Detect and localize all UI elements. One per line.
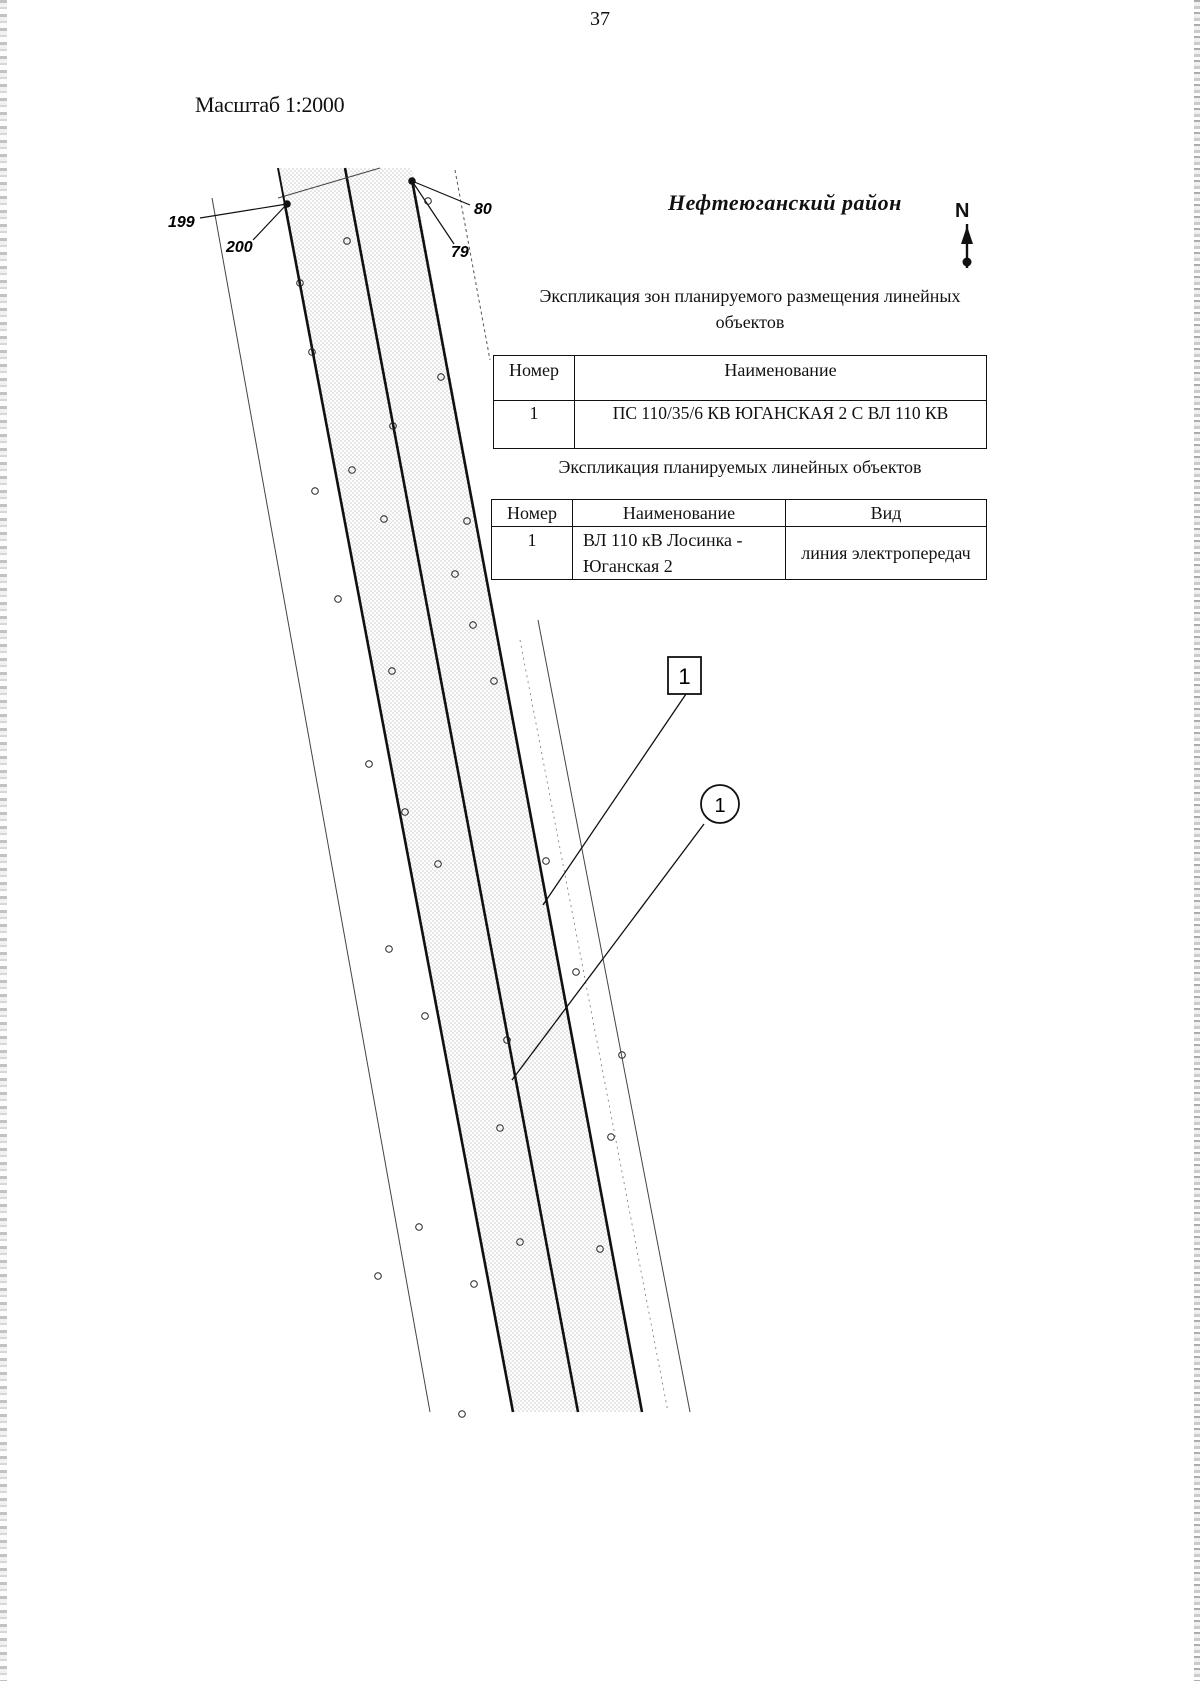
scan-edge-left bbox=[0, 0, 7, 1681]
callout-leader-zone bbox=[542, 693, 687, 906]
boundary-point-200 bbox=[283, 200, 291, 208]
point-label-200: 200 bbox=[225, 239, 253, 256]
objects-cell-number: 1 bbox=[491, 526, 573, 580]
zone-boundary-left bbox=[283, 204, 515, 1413]
zones-header-name: Наименование bbox=[574, 355, 987, 401]
zones-header-number: Номер bbox=[493, 355, 575, 401]
outer-boundary-right-inner bbox=[519, 639, 669, 1413]
planned-zone-band bbox=[278, 168, 642, 1412]
objects-cell-name: ВЛ 110 кВ Лосинка - Юганская 2 bbox=[572, 526, 786, 580]
zones-cell-name: ПС 110/35/6 КВ ЮГАНСКАЯ 2 С ВЛ 110 КВ bbox=[574, 400, 987, 449]
objects-table-caption: Экспликация планируемых линейных объекто… bbox=[558, 457, 922, 477]
outer-boundary-left bbox=[211, 197, 431, 1413]
callout-circle-label: 1 bbox=[714, 795, 725, 817]
page-number: 37 bbox=[590, 8, 610, 30]
callout-box-label: 1 bbox=[678, 664, 690, 689]
objects-header-number: Номер bbox=[491, 499, 573, 527]
point-label-199: 199 bbox=[168, 214, 195, 231]
zones-table: Номер Наименование 1 ПС 110/35/6 КВ ЮГАН… bbox=[493, 355, 987, 449]
boundary-point-79 bbox=[408, 177, 416, 185]
objects-header-kind: Вид bbox=[785, 499, 987, 527]
scan-edge-right bbox=[1194, 0, 1200, 1681]
district-label: Нефтеюганский район bbox=[668, 190, 902, 215]
leader-200 bbox=[252, 203, 288, 241]
point-label-80: 80 bbox=[474, 201, 492, 218]
zones-table-caption: Экспликация зон планируемого размещения … bbox=[539, 286, 961, 332]
callout-leader-object bbox=[511, 823, 705, 1081]
callout-box-zone bbox=[667, 656, 702, 695]
zone-top-edge bbox=[277, 167, 381, 199]
power-line-axis bbox=[343, 167, 580, 1413]
survey-markers bbox=[296, 197, 626, 1418]
scale-label: Масштаб 1:2000 bbox=[195, 92, 345, 117]
north-arrow-icon bbox=[961, 224, 973, 268]
leader-79 bbox=[411, 180, 455, 245]
leader-80 bbox=[411, 180, 471, 206]
north-label: N bbox=[955, 200, 970, 222]
leader-199 bbox=[199, 203, 288, 219]
outer-boundary-right bbox=[537, 619, 691, 1413]
objects-cell-kind: линия электропередач bbox=[785, 526, 987, 580]
objects-header-name: Наименование bbox=[572, 499, 786, 527]
objects-table: Номер Наименование Вид 1 ВЛ 110 кВ Лосин… bbox=[491, 499, 987, 580]
zone-top-stub bbox=[277, 167, 286, 206]
zones-cell-number: 1 bbox=[493, 400, 575, 449]
zone-boundary-right bbox=[410, 179, 644, 1413]
point-label-79: 79 bbox=[451, 244, 469, 261]
outer-boundary-right-upper bbox=[454, 169, 491, 361]
callout-circle-object bbox=[700, 784, 740, 824]
